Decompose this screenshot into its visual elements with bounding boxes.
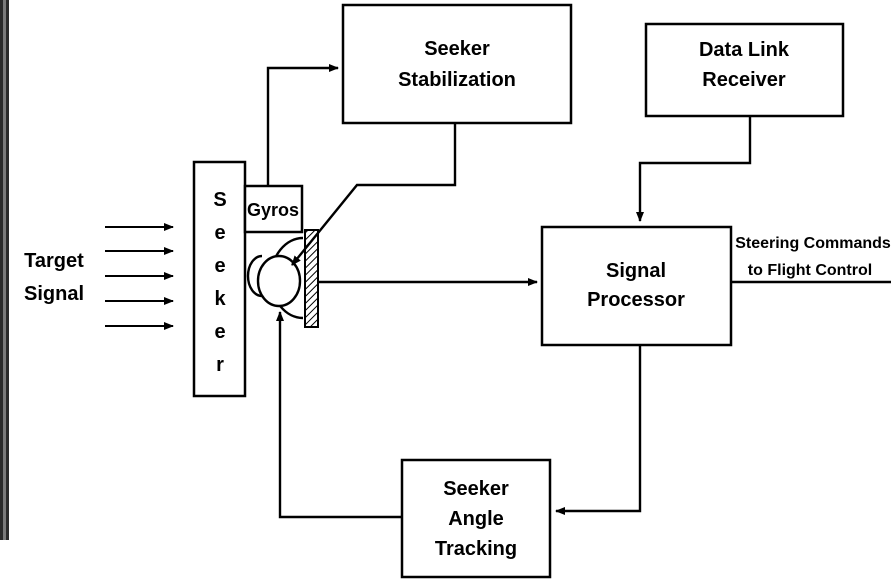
stabilization-to-gimbal-arrow <box>291 123 457 266</box>
target-signal-arrows <box>105 223 174 330</box>
seeker-block <box>192 160 247 398</box>
signal-processor-block <box>540 225 733 347</box>
seeker-angle-tracking-label-line1: Seeker <box>443 478 509 500</box>
seeker-letter: k <box>214 288 226 310</box>
signal-processor-label-line2: Processor <box>587 289 685 311</box>
seeker-letter: e <box>214 222 225 244</box>
gyros-box <box>243 184 304 234</box>
data-link-receiver-block <box>644 22 845 118</box>
seeker-letter: e <box>214 321 225 343</box>
gyros-label: Gyros <box>247 200 299 220</box>
datalink-to-processor-arrow <box>636 116 752 222</box>
seeker-stabilization-label-line1: Seeker <box>424 38 490 60</box>
seeker-angle-tracking-label-line3: Tracking <box>435 538 517 560</box>
data-link-receiver-label-line1: Data Link <box>699 39 790 61</box>
seeker-angle-tracking-label-line2: Angle <box>448 508 504 530</box>
seeker-angle-tracking-block <box>400 458 552 579</box>
gyros-to-stabilization-arrow <box>266 64 339 186</box>
steering-commands-label-line1: Steering Commands <box>735 235 891 252</box>
seeker-stabilization-label-line2: Stabilization <box>398 69 516 91</box>
steering-commands-label-line2: to Flight Control <box>748 262 872 279</box>
processor-to-tracking-arrow <box>555 345 642 515</box>
tracking-to-gimbal-arrow <box>276 311 402 519</box>
data-link-receiver-label-line2: Receiver <box>702 69 786 91</box>
target-signal-label-line2: Signal <box>24 283 84 305</box>
detector-circle <box>256 254 302 308</box>
seeker-letter: e <box>214 255 225 277</box>
seeker-stabilization-block <box>341 3 573 125</box>
seeker-letter: r <box>216 354 224 376</box>
hatched-mirror <box>304 229 319 328</box>
gimbal-assembly <box>246 229 319 328</box>
seeker-letter: S <box>213 189 226 211</box>
signal-processor-label-line1: Signal <box>606 260 666 282</box>
target-signal-label-line1: Target <box>24 250 84 272</box>
